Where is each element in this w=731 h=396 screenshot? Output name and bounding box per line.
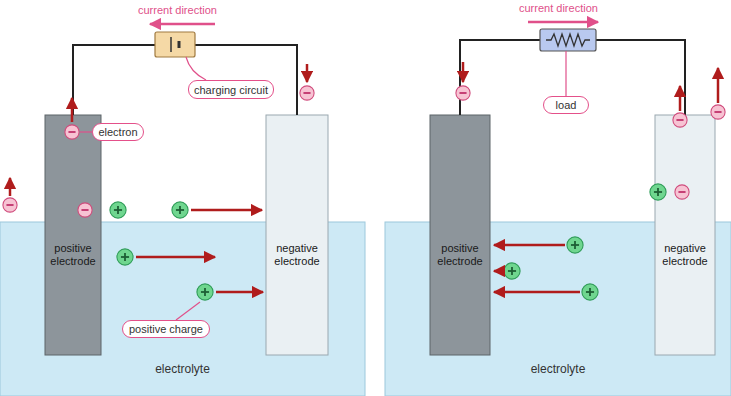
negative-electrode: negative electrode xyxy=(266,115,328,355)
node-text: load xyxy=(556,99,577,111)
electron-arrow xyxy=(9,178,12,196)
callout-label: load xyxy=(543,96,589,114)
electron-arrow xyxy=(679,86,682,111)
leader-line xyxy=(176,302,200,320)
leader-line xyxy=(80,131,92,132)
positive-ion xyxy=(582,284,598,300)
node-text: charging circuit xyxy=(194,84,268,96)
electron xyxy=(65,125,79,139)
node-text: electron xyxy=(98,126,137,138)
negative-electrode-fill xyxy=(655,115,715,355)
positive-ion xyxy=(504,263,520,279)
electron xyxy=(456,86,470,100)
positive-ion xyxy=(197,284,213,300)
electron xyxy=(673,113,687,127)
node-text: positive electrode xyxy=(430,242,490,268)
negative-electrode-fill xyxy=(266,115,328,355)
electron xyxy=(711,105,725,119)
electron xyxy=(3,198,17,212)
current-direction-label: current direction xyxy=(138,4,217,16)
positive-ion xyxy=(117,249,133,265)
node-text: positive charge xyxy=(129,323,203,335)
leader-line xyxy=(186,57,206,80)
negative-electrode: negative electrode xyxy=(655,115,715,355)
node-text: negative electrode xyxy=(655,242,715,268)
electron-arrow xyxy=(71,98,74,122)
callout-label: charging circuit xyxy=(188,80,274,99)
load-box xyxy=(540,29,596,51)
electron-arrow xyxy=(306,64,309,82)
callout-label: positive charge xyxy=(122,320,210,338)
node-text: negative electrode xyxy=(266,242,328,268)
ion-arrow xyxy=(494,291,580,294)
positive-electrode-fill xyxy=(430,115,490,355)
battery-box xyxy=(155,32,195,57)
electron xyxy=(78,203,92,217)
battery-symbol xyxy=(178,41,181,48)
node-text: electrolyte xyxy=(531,362,586,376)
positive-electrode: positive electrode xyxy=(45,115,101,355)
charging-panel xyxy=(3,24,314,320)
current-direction-label: current direction xyxy=(519,2,598,14)
positive-ion xyxy=(110,202,126,218)
callout-label: electron xyxy=(92,123,144,141)
positive-electrode: positive electrode xyxy=(430,115,490,355)
node-text: positive electrode xyxy=(45,242,101,268)
node-text: electrolyte xyxy=(155,362,210,376)
electron-arrow xyxy=(462,62,465,82)
resistor-symbol xyxy=(546,34,590,46)
ion-arrow xyxy=(494,270,502,273)
battery-symbol xyxy=(170,37,172,52)
electron xyxy=(675,185,689,199)
positive-electrode-fill xyxy=(45,115,101,355)
ion-arrow xyxy=(494,244,565,247)
positive-ion xyxy=(567,237,583,253)
positive-ion xyxy=(172,202,188,218)
ion-arrow xyxy=(136,256,215,259)
current-arrow xyxy=(528,21,598,24)
electron-arrow xyxy=(717,68,720,103)
ion-arrow xyxy=(191,209,262,212)
positive-ion xyxy=(650,184,666,200)
leader-line xyxy=(565,51,566,96)
electron xyxy=(300,86,314,100)
ion-arrow xyxy=(216,291,263,294)
discharging-panel xyxy=(456,22,725,300)
current-arrow xyxy=(150,23,215,26)
